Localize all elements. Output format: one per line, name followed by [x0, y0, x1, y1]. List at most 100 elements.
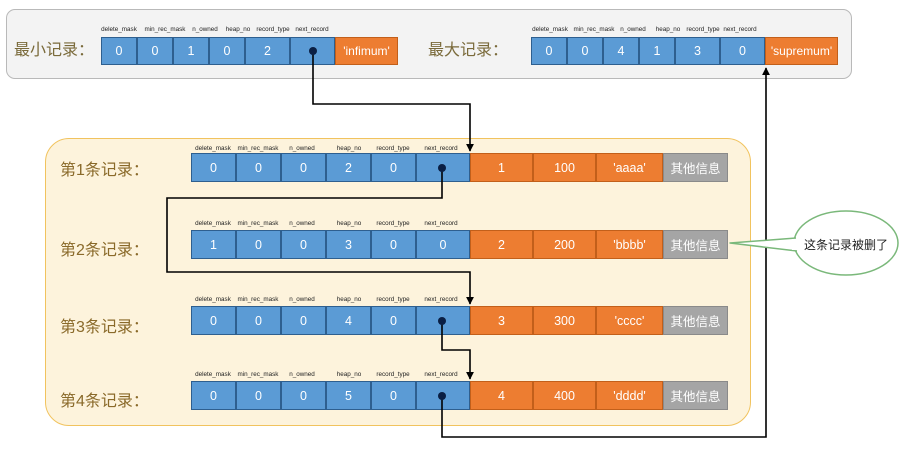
- record-1-pointer-dot: [438, 164, 446, 172]
- record-1-header-delete-mask: delete_mask: [195, 145, 231, 152]
- infimum-delete-mask: 0: [101, 37, 137, 65]
- record-4-header-heap-no: heap_no: [336, 371, 362, 378]
- link-record-3-to-record-4: [441, 321, 474, 380]
- infimum-min-rec-mask: 0: [137, 37, 173, 65]
- record-2-header-record-type: record_type: [376, 220, 410, 227]
- record-3-header-record-type: record_type: [376, 296, 410, 303]
- supremum-header-min-rec-mask: min_rec_mask: [573, 26, 615, 33]
- record-4-pointer-dot: [438, 392, 446, 400]
- record-4-header-n-owned: n_owned: [289, 371, 315, 378]
- record-4-min-rec-mask: 0: [236, 381, 281, 410]
- record-4-other-info: 其他信息: [663, 381, 728, 410]
- infimum-header-delete-mask: delete_mask: [101, 26, 137, 33]
- record-3-min-rec-mask: 0: [236, 306, 281, 335]
- record-2-header-min-rec-mask: min_rec_mask: [237, 220, 279, 227]
- record-3-value: 300: [533, 306, 596, 335]
- supremum-min-rec-mask: 0: [567, 37, 603, 65]
- record-2-header-next-record: next_record: [424, 220, 458, 227]
- record-1-header-record-type: record_type: [376, 145, 410, 152]
- infimum-header-record-type: record_type: [256, 26, 290, 33]
- record-3-n-owned: 0: [281, 306, 326, 335]
- record-2-value: 200: [533, 230, 596, 259]
- record-1-min-rec-mask: 0: [236, 153, 281, 182]
- record-2-id: 2: [470, 230, 533, 259]
- record-1-record-type: 0: [371, 153, 416, 182]
- supremum-header-heap-no: heap_no: [655, 26, 681, 33]
- supremum-record-type: 3: [675, 37, 720, 65]
- link-infimum-to-record-1: [312, 52, 474, 152]
- infimum-name: 'infimum': [335, 37, 398, 65]
- record-2-header-heap-no: heap_no: [336, 220, 362, 227]
- record-2-n-owned: 0: [281, 230, 326, 259]
- record-3-text: 'cccc': [596, 306, 663, 335]
- record-4-label: 第4条记录：: [60, 393, 149, 410]
- record-3-label: 第3条记录：: [60, 319, 149, 336]
- record-4-record-type: 0: [371, 381, 416, 410]
- supremum-n-owned: 4: [603, 37, 639, 65]
- record-2-delete-mask: 1: [191, 230, 236, 259]
- supremum-delete-mask: 0: [531, 37, 567, 65]
- infimum-heap-no: 0: [209, 37, 245, 65]
- user-records-panel: [45, 138, 751, 426]
- record-3-id: 3: [470, 306, 533, 335]
- supremum-header-n-owned: n_owned: [620, 26, 646, 33]
- record-1-delete-mask: 0: [191, 153, 236, 182]
- record-3-header-delete-mask: delete_mask: [195, 296, 231, 303]
- record-4-heap-no: 5: [326, 381, 371, 410]
- record-1-other-info: 其他信息: [663, 153, 728, 182]
- record-1-value: 100: [533, 153, 596, 182]
- record-1-label: 第1条记录：: [60, 162, 149, 179]
- supremum-header-delete-mask: delete_mask: [532, 26, 568, 33]
- record-2-text: 'bbbb': [596, 230, 663, 259]
- record-4-n-owned: 0: [281, 381, 326, 410]
- link-record-1-to-record-3: [166, 168, 474, 305]
- record-1-n-owned: 0: [281, 153, 326, 182]
- supremum-name: 'supremum': [765, 37, 838, 65]
- record-2-other-info: 其他信息: [663, 230, 728, 259]
- record-3-record-type: 0: [371, 306, 416, 335]
- record-2-next-record: 0: [416, 230, 470, 259]
- record-2-record-type: 0: [371, 230, 416, 259]
- record-2-header-n-owned: n_owned: [289, 220, 315, 227]
- supremum-next-record: 0: [720, 37, 765, 65]
- record-3-other-info: 其他信息: [663, 306, 728, 335]
- record-1-text: 'aaaa': [596, 153, 663, 182]
- callout-tail: [729, 237, 798, 252]
- record-4-id: 4: [470, 381, 533, 410]
- infimum-header-heap-no: heap_no: [225, 26, 251, 33]
- infimum-header-min-rec-mask: min_rec_mask: [144, 26, 186, 33]
- record-3-header-next-record: next_record: [424, 296, 458, 303]
- infimum-header-n-owned: n_owned: [192, 26, 218, 33]
- record-1-heap-no: 2: [326, 153, 371, 182]
- infimum-label: 最小记录：: [14, 42, 95, 59]
- record-4-value: 400: [533, 381, 596, 410]
- infimum-n-owned: 1: [173, 37, 209, 65]
- record-4-header-min-rec-mask: min_rec_mask: [237, 371, 279, 378]
- record-1-header-heap-no: heap_no: [336, 145, 362, 152]
- record-4-header-delete-mask: delete_mask: [195, 371, 231, 378]
- record-3-delete-mask: 0: [191, 306, 236, 335]
- record-3-header-n-owned: n_owned: [289, 296, 315, 303]
- callout-text: 这条记录被删了: [804, 238, 889, 252]
- supremum-heap-no: 1: [639, 37, 675, 65]
- record-3-header-heap-no: heap_no: [336, 296, 362, 303]
- infimum-pointer-dot: [309, 47, 317, 55]
- record-4-delete-mask: 0: [191, 381, 236, 410]
- record-4-text: 'dddd': [596, 381, 663, 410]
- record-1-header-n-owned: n_owned: [289, 145, 315, 152]
- record-2-header-delete-mask: delete_mask: [195, 220, 231, 227]
- record-3-header-min-rec-mask: min_rec_mask: [237, 296, 279, 303]
- link-record-4-to-supremum: [441, 67, 770, 438]
- supremum-label: 最大记录：: [428, 42, 509, 59]
- record-3-pointer-dot: [438, 317, 446, 325]
- infimum-record-type: 2: [245, 37, 290, 65]
- supremum-header-next-record: next_record: [723, 26, 757, 33]
- supremum-header-record-type: record_type: [686, 26, 720, 33]
- record-1-id: 1: [470, 153, 533, 182]
- record-2-label: 第2条记录：: [60, 242, 149, 259]
- record-1-header-min-rec-mask: min_rec_mask: [237, 145, 279, 152]
- record-1-header-next-record: next_record: [424, 145, 458, 152]
- record-4-header-record-type: record_type: [376, 371, 410, 378]
- record-4-header-next-record: next_record: [424, 371, 458, 378]
